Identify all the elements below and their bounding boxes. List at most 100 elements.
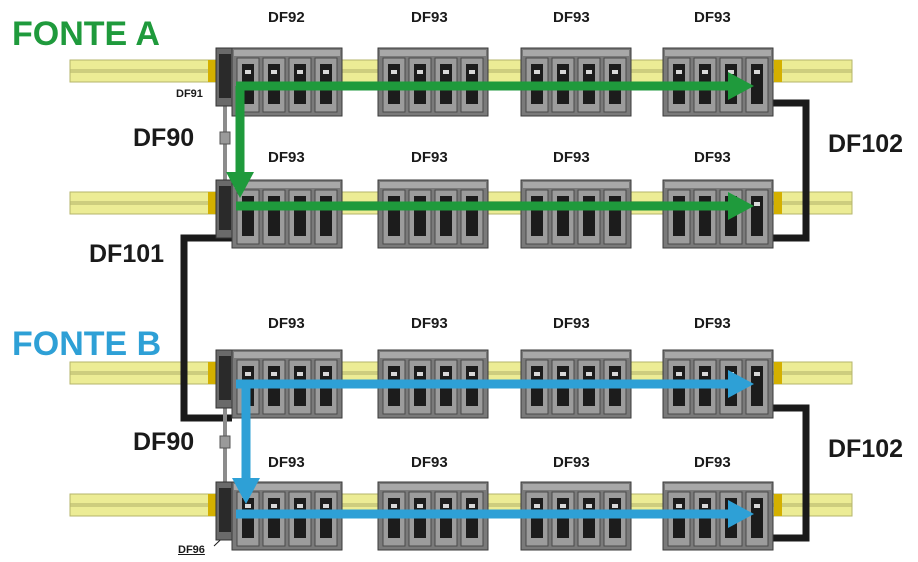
fonte-a-arrowhead-row1	[728, 72, 754, 100]
rack-card-led	[271, 372, 277, 376]
rack-top-edge	[523, 484, 629, 490]
rack-label-r1-c4: DF93	[694, 9, 731, 26]
rack-card-led	[469, 70, 475, 74]
rack-card-led	[534, 504, 540, 508]
rack-card-led	[417, 504, 423, 508]
df90-connector-1	[219, 131, 231, 145]
rack-card-led	[443, 70, 449, 74]
rack-card-led	[754, 202, 760, 206]
rack-label-r3-c1: DF93	[268, 315, 305, 332]
df102-bottom-label: DF102	[828, 435, 904, 463]
power-module-face	[219, 488, 231, 532]
rack-top-edge	[523, 182, 629, 188]
rack-card-led	[469, 504, 475, 508]
rack-top-edge	[523, 50, 629, 56]
rack-top-edge	[380, 484, 486, 490]
rack-card-led	[728, 70, 734, 74]
rack-top-edge	[234, 484, 340, 490]
rack-card-led	[391, 372, 397, 376]
power-module-face	[219, 54, 231, 98]
rack-label-r3-c4: DF93	[694, 315, 731, 332]
rack-module-r2-c2	[377, 179, 489, 249]
rack-card-led	[586, 372, 592, 376]
rack-card-led	[323, 70, 329, 74]
df101-label: DF101	[89, 240, 165, 268]
df102-top-label: DF102	[828, 130, 904, 158]
rack-card-led	[245, 70, 251, 74]
rack-card-led	[754, 372, 760, 376]
rail-clamp-left	[208, 494, 218, 516]
fonte-b-label: FONTE B	[12, 325, 162, 363]
df91-label: DF91	[176, 88, 203, 100]
rack-card-led	[612, 372, 618, 376]
rack-top-edge	[234, 352, 340, 358]
rack-top-edge	[665, 50, 771, 56]
rack-card-led	[676, 504, 682, 508]
rack-module-r4-c4	[662, 481, 774, 551]
rack-module-r2-c3	[520, 179, 632, 249]
rack-top-edge	[523, 352, 629, 358]
rack-card-led	[586, 70, 592, 74]
rack-card-led	[245, 504, 251, 508]
rack-card-led	[391, 70, 397, 74]
df102-cable-top	[772, 99, 810, 242]
rack-card-led	[271, 70, 277, 74]
rack-label-r3-c3: DF93	[553, 315, 590, 332]
rack-top-edge	[380, 352, 486, 358]
df90-top-label: DF90	[133, 124, 195, 152]
rack-card-led	[443, 504, 449, 508]
rail-clamp-left	[208, 192, 218, 214]
rack-card-led	[271, 504, 277, 508]
power-module-4	[215, 481, 235, 541]
fonte-b-arrowhead-row3	[728, 370, 754, 398]
df90-connector-2	[219, 435, 231, 449]
fonte-b-arrowhead-row4	[728, 500, 754, 528]
rack-label-r2-c3: DF93	[553, 149, 590, 166]
fonte-a-label: FONTE A	[12, 15, 160, 53]
rack-label-r3-c2: DF93	[411, 315, 448, 332]
rack-top-edge	[380, 182, 486, 188]
rack-card-led	[702, 372, 708, 376]
rack-label-r2-c1: DF93	[268, 149, 305, 166]
rack-card-led	[612, 504, 618, 508]
rack-top-edge	[665, 182, 771, 188]
rail-clamp-right	[774, 494, 782, 516]
df102-cable-bottom	[772, 404, 810, 542]
rack-card-led	[297, 372, 303, 376]
fonte-a-arrowhead-down	[226, 172, 254, 198]
rack-card-led	[534, 70, 540, 74]
rack-card-led	[754, 70, 760, 74]
power-module-3	[215, 349, 235, 409]
rack-card-led	[323, 504, 329, 508]
rack-label-r4-c1: DF93	[268, 454, 305, 471]
rack-label-r1-c2: DF93	[411, 9, 448, 26]
rack-top-edge	[234, 50, 340, 56]
rack-card-led	[297, 504, 303, 508]
rail-clamp-right	[774, 362, 782, 384]
rail-clamp-left	[208, 60, 218, 82]
rack-label-r4-c4: DF93	[694, 454, 731, 471]
rack-top-edge	[665, 352, 771, 358]
rack-card-led	[676, 70, 682, 74]
rack-card-led	[612, 70, 618, 74]
rack-card-led	[702, 70, 708, 74]
rail-clamp-right	[774, 192, 782, 214]
rack-top-edge	[380, 50, 486, 56]
rack-card-led	[702, 504, 708, 508]
power-module-face	[219, 356, 231, 400]
rack-card-led	[297, 70, 303, 74]
rack-top-edge	[665, 484, 771, 490]
power-module-2	[215, 179, 235, 239]
rack-module-r2-c1	[231, 179, 343, 249]
rack-card-led	[754, 504, 760, 508]
rack-top-edge	[234, 182, 340, 188]
rack-card-led	[443, 372, 449, 376]
rack-card-led	[676, 372, 682, 376]
rack-label-r1-c3: DF93	[553, 9, 590, 26]
rack-label-r4-c2: DF93	[411, 454, 448, 471]
rack-card-led	[560, 504, 566, 508]
rail-clamp-right	[774, 60, 782, 82]
power-module-1	[215, 47, 235, 107]
